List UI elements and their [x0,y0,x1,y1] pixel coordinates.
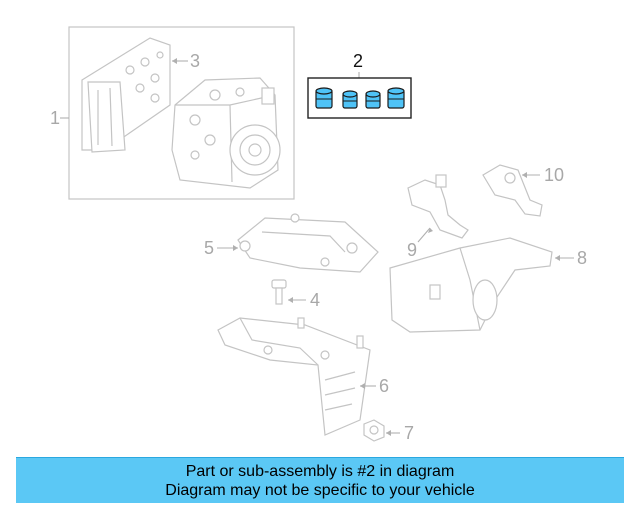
abs-assembly-frame [68,26,295,200]
control-module-drawing [81,37,171,153]
callout-3: 3 [190,51,200,71]
grommet-icon [365,90,381,109]
info-banner: Part or sub-assembly is #2 in diagram Di… [16,457,624,503]
mount-bracket-drawing: 5 [204,213,379,273]
parts-diagram: 1 3 2 [50,26,587,443]
sensor-bracket-drawing: 8 [389,237,587,333]
sensor-10-drawing: 10 [482,164,564,217]
callout-7: 7 [404,423,414,443]
callout-2: 2 [353,51,363,71]
grommet-icon [387,87,405,109]
abs-assembly-group: 1 3 [50,26,295,200]
banner-line-2: Diagram may not be specific to your vehi… [165,482,475,499]
callout-9: 9 [407,240,417,260]
sensor-9-drawing: 9 [407,174,469,260]
callout-6: 6 [379,376,389,396]
callout-5: 5 [204,238,214,258]
callout-1: 1 [50,108,60,128]
grommet-icon [315,87,333,109]
bolt-drawing: 4 [271,279,320,310]
callout-4: 4 [310,290,320,310]
callout-8: 8 [577,248,587,268]
lower-bracket-drawing: 6 [217,317,389,436]
callout-10: 10 [544,165,564,185]
grommet-icon [342,90,358,109]
banner-line-1: Part or sub-assembly is #2 in diagram [185,463,455,480]
grommet-set-group: 2 [307,51,412,119]
hydraulic-unit-drawing [171,77,281,189]
nut-drawing: 7 [363,419,414,443]
